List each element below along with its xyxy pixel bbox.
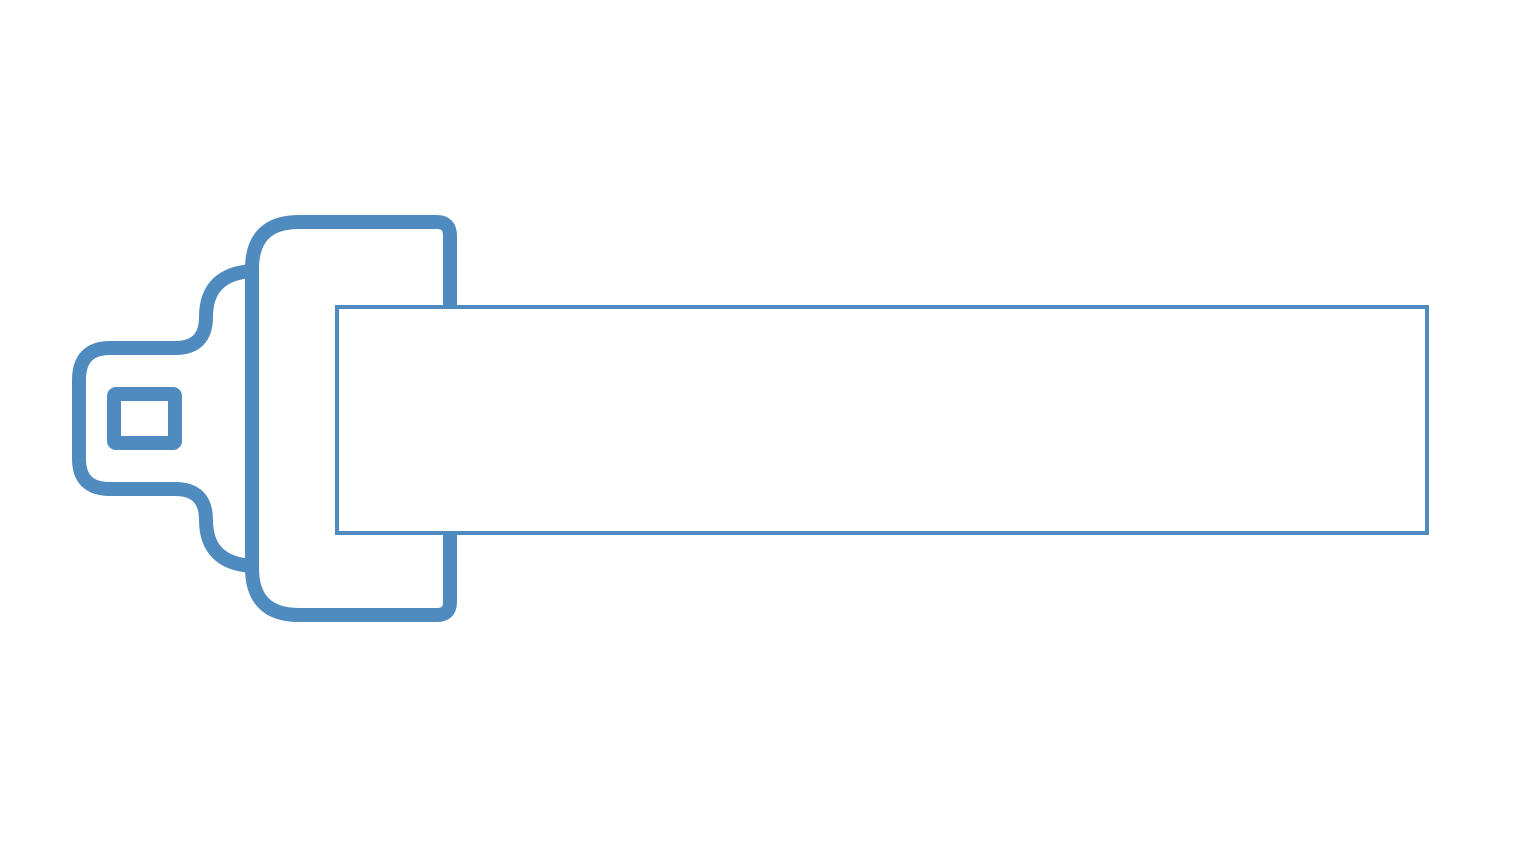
- tongue-slot: [107, 387, 182, 450]
- strap: [335, 305, 1429, 535]
- buckle-body: [245, 215, 457, 622]
- buckle-tongue: [72, 264, 259, 573]
